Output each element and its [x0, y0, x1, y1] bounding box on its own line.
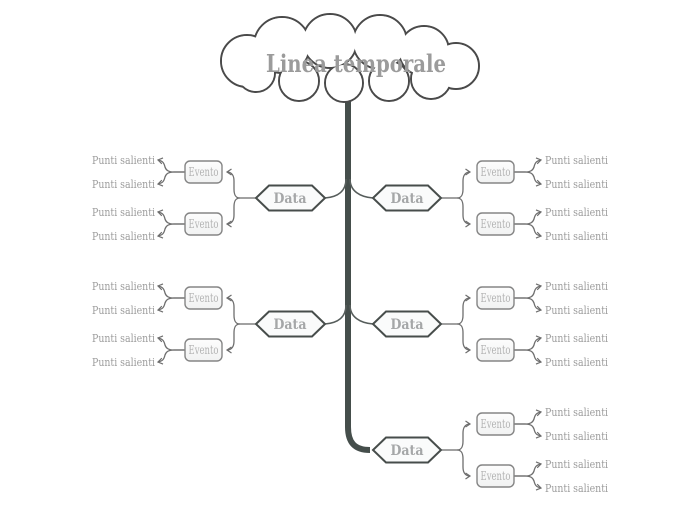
highlight-label[interactable]: Punti salienti: [92, 205, 155, 219]
arrow-connector: [514, 223, 543, 239]
date-node[interactable]: [371, 310, 443, 338]
arrow-connector: [156, 209, 185, 225]
event-label: Evento: [481, 417, 511, 431]
event-label: Evento: [481, 165, 511, 179]
arrow-connector: [514, 209, 543, 225]
arrow-connector: [225, 197, 241, 228]
highlight-label[interactable]: Punti salienti: [92, 303, 155, 317]
event-node[interactable]: [184, 286, 223, 310]
event-label: Evento: [481, 291, 511, 305]
branch-curve-left-2: [324, 304, 347, 325]
event-label: Evento: [481, 469, 511, 483]
event-label: Evento: [189, 291, 219, 305]
arrow-connector: [156, 335, 185, 351]
arrow-connector: [456, 168, 472, 199]
arrow-connector: [514, 475, 543, 491]
date-node[interactable]: [371, 436, 443, 464]
highlight-label[interactable]: Punti salienti: [92, 279, 155, 293]
highlight-label[interactable]: Punti salienti: [545, 481, 608, 495]
event-label: Evento: [189, 165, 219, 179]
event-label: Evento: [481, 217, 511, 231]
highlight-label[interactable]: Punti salienti: [545, 405, 608, 419]
arrow-connector: [156, 283, 185, 299]
arrow-connector: [156, 297, 185, 313]
highlight-label[interactable]: Punti salienti: [545, 177, 608, 191]
arrow-connector: [514, 283, 543, 299]
event-node[interactable]: [476, 212, 515, 236]
date-label: Data: [391, 443, 424, 459]
highlight-label[interactable]: Punti salienti: [92, 229, 155, 243]
arrow-connector: [514, 409, 543, 425]
event-label: Evento: [189, 343, 219, 357]
highlight-label[interactable]: Punti salienti: [545, 279, 608, 293]
branch-curve-right-1: [349, 178, 374, 199]
arrow-connector: [514, 423, 543, 439]
event-node[interactable]: [476, 338, 515, 362]
arrow-connector: [514, 297, 543, 313]
highlight-label[interactable]: Punti salienti: [545, 303, 608, 317]
arrow-connector: [456, 420, 472, 451]
arrow-connector: [156, 349, 185, 365]
timeline-title: Linea temporale: [266, 49, 446, 78]
date-node[interactable]: [371, 184, 443, 212]
arrow-connector: [456, 449, 472, 480]
arrow-connector: [514, 461, 543, 477]
arrow-connector: [225, 323, 241, 354]
highlight-label[interactable]: Punti salienti: [545, 355, 608, 369]
arrow-connector: [225, 294, 241, 325]
arrow-connector: [456, 197, 472, 228]
arrow-connector: [514, 335, 543, 351]
highlight-label[interactable]: Punti salienti: [92, 331, 155, 345]
arrow-connector: [514, 349, 543, 365]
date-label: Data: [391, 317, 424, 333]
date-node[interactable]: [254, 310, 327, 338]
highlight-label[interactable]: Punti salienti: [545, 429, 608, 443]
branch-left-1: Data Evento Evento Punti salienti Punti …: [92, 153, 327, 243]
arrow-connector: [156, 157, 185, 173]
arrow-connector: [456, 294, 472, 325]
highlight-label[interactable]: Punti salienti: [545, 331, 608, 345]
arrow-connector: [456, 323, 472, 354]
branch-curve-right-2: [349, 304, 374, 325]
date-label: Data: [391, 191, 424, 207]
cloud-fill: [222, 15, 478, 101]
arrow-connector: [225, 168, 241, 199]
event-node[interactable]: [476, 160, 515, 184]
event-node[interactable]: [476, 286, 515, 310]
highlight-label[interactable]: Punti salienti: [92, 355, 155, 369]
event-label: Evento: [189, 217, 219, 231]
branch-curve-left-1: [324, 178, 347, 199]
event-node[interactable]: [476, 464, 515, 488]
branch-right-2: Data Evento Evento Punti salienti Punti …: [371, 279, 608, 369]
date-label: Data: [274, 317, 307, 333]
event-label: Evento: [481, 343, 511, 357]
arrow-connector: [514, 171, 543, 187]
arrow-connector: [156, 171, 185, 187]
event-node[interactable]: [184, 338, 223, 362]
date-label: Data: [274, 191, 307, 207]
cloud-root-node[interactable]: Linea temporale: [220, 13, 480, 103]
highlight-label[interactable]: Punti salienti: [92, 153, 155, 167]
branch-left-2: Data Evento Evento Punti salienti Punti …: [92, 279, 327, 369]
trunk-branch-curves: [324, 178, 374, 325]
highlight-label[interactable]: Punti salienti: [545, 153, 608, 167]
branch-right-1: Data Evento Evento Punti salienti Punti …: [371, 153, 608, 243]
trunk-line: [345, 90, 371, 453]
arrow-connector: [514, 157, 543, 173]
event-node[interactable]: [476, 412, 515, 436]
highlight-label[interactable]: Punti salienti: [545, 229, 608, 243]
highlight-label[interactable]: Punti salienti: [545, 457, 608, 471]
arrow-connector: [156, 223, 185, 239]
event-node[interactable]: [184, 160, 223, 184]
branch-right-3: Data Evento Evento Punti salienti Punti …: [371, 405, 608, 495]
highlight-label[interactable]: Punti salienti: [545, 205, 608, 219]
date-node[interactable]: [254, 184, 327, 212]
highlight-label[interactable]: Punti salienti: [92, 177, 155, 191]
event-node[interactable]: [184, 212, 223, 236]
